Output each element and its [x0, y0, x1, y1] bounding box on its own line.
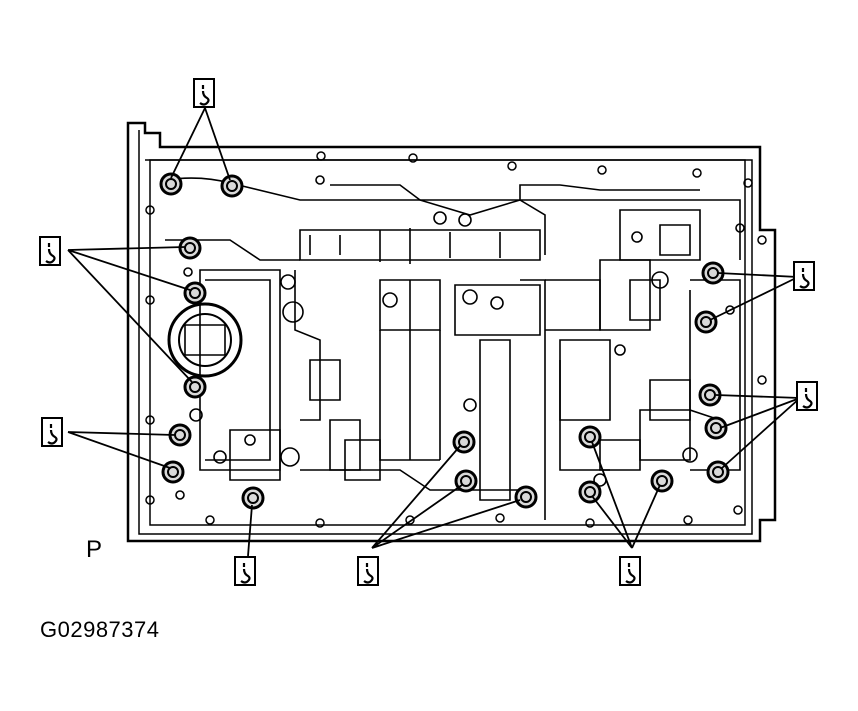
- hook-bolt-icon: [233, 555, 257, 587]
- hook-bolt-icon: [38, 235, 62, 267]
- rim-holes: [145, 151, 767, 528]
- hook-bolt-icon: [192, 77, 216, 109]
- hook-bolt-icon: [792, 260, 816, 292]
- figure-id: G02987374: [40, 617, 160, 642]
- valve-body-case: [126, 121, 777, 543]
- bolt-8: [241, 486, 265, 510]
- bolt-18: [704, 416, 728, 440]
- bolt-11: [514, 485, 538, 509]
- hook-bolt-icon: [356, 555, 380, 587]
- hook-bolt-icon: [40, 416, 64, 448]
- bolt-group: [159, 172, 730, 510]
- bolt-5: [183, 375, 207, 399]
- bolt-12: [578, 425, 602, 449]
- bolt-7: [161, 460, 185, 484]
- bolt-14: [650, 469, 674, 493]
- bolt-3: [178, 236, 202, 260]
- valve-body-internals: [164, 175, 745, 520]
- bolt-2: [220, 174, 244, 198]
- bolt-16: [694, 310, 718, 334]
- hook-bolt-icon: [795, 380, 819, 412]
- leader-lines: [67, 107, 801, 557]
- bolt-13: [578, 480, 602, 504]
- view-label: P: [86, 536, 103, 563]
- hook-bolt-icon: [618, 555, 642, 587]
- bolt-4: [183, 281, 207, 305]
